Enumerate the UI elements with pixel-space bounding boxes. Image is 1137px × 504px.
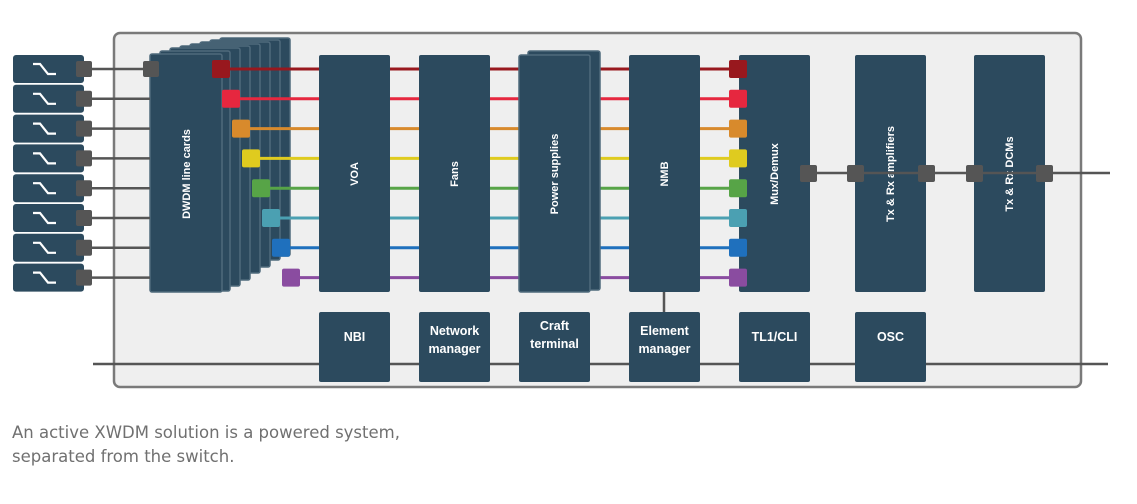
- nmb-label: NMB: [659, 161, 671, 186]
- nbi-block: [319, 312, 390, 382]
- switch-port-icon: [13, 114, 92, 143]
- dwdm-line-cards-block: [149, 53, 223, 293]
- network-manager-label-2: manager: [428, 342, 480, 356]
- channel-port-right: [729, 60, 747, 78]
- channel-port-left: [272, 238, 290, 257]
- channel-port-right: [729, 89, 747, 108]
- switch-port-icon: [13, 233, 92, 262]
- tl1-cli-block: [739, 312, 810, 382]
- channel-port-left: [212, 60, 230, 78]
- channel-port-right: [729, 119, 747, 138]
- channel-port-left: [222, 89, 240, 108]
- fans-label: Fans: [449, 161, 461, 187]
- port-amp-out: [918, 165, 935, 182]
- nmb-block: [629, 55, 700, 292]
- network-manager-block: [419, 312, 490, 382]
- channel-port-right: [729, 149, 747, 168]
- line-card-input-port: [143, 61, 159, 77]
- management-blocks: NBI Network manager Craft terminal Eleme…: [319, 312, 926, 382]
- switch-port-icon: [13, 204, 92, 232]
- craft-terminal-label-2: terminal: [530, 337, 579, 351]
- channel-port-left: [232, 119, 250, 138]
- power-supplies-block: [518, 54, 591, 293]
- mux-demux-label: Mux/Demux: [769, 142, 781, 205]
- switch-port-icon: [13, 174, 92, 203]
- element-manager-block: [629, 312, 700, 382]
- switch-ports: [13, 55, 92, 292]
- dwdm-line-cards-label: DWDM line cards: [181, 129, 193, 219]
- osc-block: [855, 312, 926, 382]
- channel-port-right: [729, 179, 747, 198]
- channel-port-right: [729, 268, 747, 287]
- tl1-cli-label: TL1/CLI: [752, 330, 798, 344]
- caption: An active XWDM solution is a powered sys…: [12, 423, 400, 466]
- port-amp-in: [847, 165, 864, 182]
- fans-block: [419, 55, 490, 292]
- channel-port-left: [282, 268, 300, 287]
- element-manager-label-1: Element: [640, 324, 689, 338]
- channel-ports: [143, 60, 747, 287]
- network-manager-label-1: Network: [430, 324, 479, 338]
- voa-block: [319, 55, 390, 292]
- mux-demux-block: [739, 55, 810, 292]
- nbi-label: NBI: [344, 330, 366, 344]
- port-mux-out: [800, 165, 817, 182]
- optical-link: [800, 165, 1110, 182]
- element-manager-label-2: manager: [638, 342, 690, 356]
- channel-port-right: [729, 238, 747, 257]
- osc-label: OSC: [877, 330, 904, 344]
- switch-port-icon: [13, 84, 92, 113]
- port-dcm-in: [966, 165, 983, 182]
- voa-label: VOA: [349, 162, 361, 186]
- craft-terminal-label-1: Craft: [540, 319, 570, 333]
- channel-port-right: [729, 209, 747, 227]
- power-supplies-label: Power supplies: [549, 134, 561, 215]
- switch-port-icon: [13, 263, 92, 292]
- feed-lines: [85, 67, 150, 279]
- port-dcm-out: [1036, 165, 1053, 182]
- switch-port-icon: [13, 144, 92, 173]
- channel-port-left: [252, 179, 270, 198]
- channel-port-left: [242, 149, 260, 168]
- craft-terminal-block: [519, 312, 590, 382]
- channel-port-left: [262, 209, 280, 227]
- switch-port-icon: [13, 55, 92, 83]
